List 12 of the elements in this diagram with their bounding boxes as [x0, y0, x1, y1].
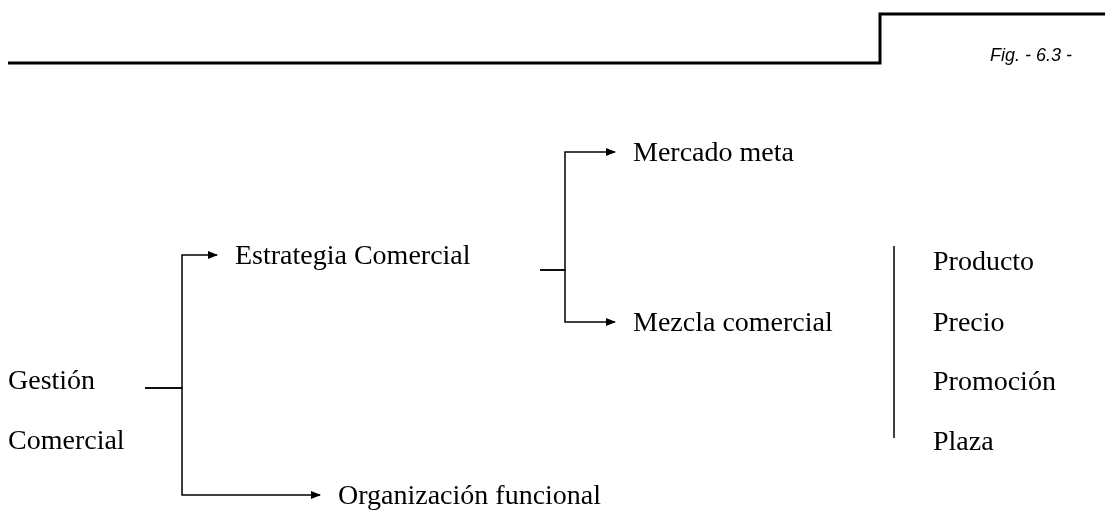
- connector-arrow: [144, 387, 321, 499]
- node-text: Mezcla comercial: [633, 305, 834, 339]
- node-text: Organización funcional: [338, 478, 603, 512]
- node-text: Mercado meta: [633, 135, 795, 169]
- list-item: Producto: [933, 244, 1035, 278]
- connector-arrow: [539, 269, 616, 326]
- list-item: Precio: [933, 305, 1005, 339]
- list-item: Promoción: [933, 364, 1056, 398]
- figure-caption: Fig. - 6.3 -: [990, 44, 1073, 67]
- node-text: Estrategia Comercial: [235, 238, 472, 272]
- node-text: Gestión Comercial: [8, 363, 126, 457]
- list-item: Plaza: [933, 424, 994, 458]
